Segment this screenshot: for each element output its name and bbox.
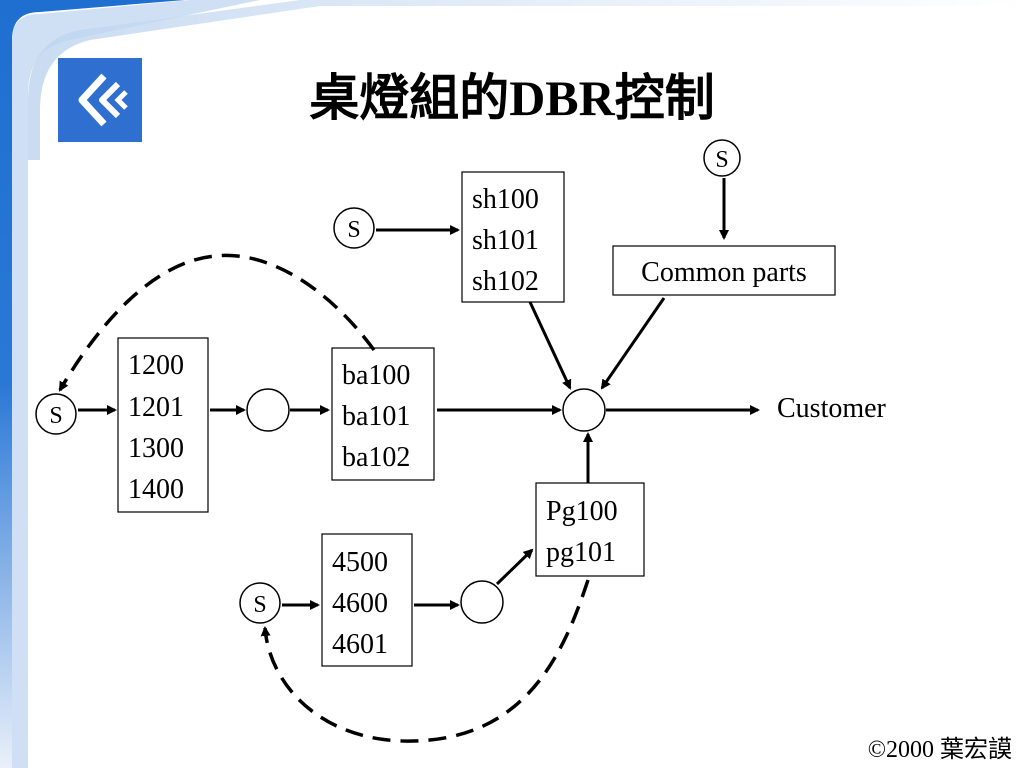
arrow-common-parts-to-assembly bbox=[600, 297, 666, 390]
copyright-notice: ©2000 葉宏謨 bbox=[867, 737, 1012, 763]
svg-text:1200: 1200 bbox=[128, 350, 184, 381]
common-parts-box: Common parts bbox=[612, 245, 836, 296]
svg-text:Pg100: Pg100 bbox=[546, 496, 618, 527]
pg-box: Pg100 pg101 bbox=[535, 482, 645, 577]
source-node-top-right: S bbox=[703, 139, 741, 177]
svg-text:4500: 4500 bbox=[332, 547, 388, 578]
svg-text:sh100: sh100 bbox=[472, 184, 539, 215]
svg-text:Common parts: Common parts bbox=[641, 257, 807, 288]
svg-text:S: S bbox=[715, 147, 728, 173]
svg-text:S: S bbox=[49, 403, 62, 429]
process-node-bottom bbox=[460, 580, 504, 624]
svg-text:ba102: ba102 bbox=[342, 442, 410, 473]
source-node-sh: S bbox=[333, 207, 375, 249]
source-node-left: S bbox=[35, 393, 77, 435]
numbers-box: 1200 1201 1300 1400 bbox=[117, 337, 209, 513]
ba-box: ba100 ba101 ba102 bbox=[331, 347, 435, 481]
arrow-sh-to-assembly bbox=[528, 301, 572, 390]
arrow-process-to-pg bbox=[495, 548, 534, 586]
svg-text:S: S bbox=[347, 217, 360, 243]
svg-text:pg101: pg101 bbox=[546, 537, 616, 568]
svg-text:S: S bbox=[253, 592, 266, 618]
svg-text:1201: 1201 bbox=[128, 392, 184, 423]
assembly-node bbox=[562, 388, 606, 432]
svg-text:1400: 1400 bbox=[128, 474, 184, 505]
logo-icon bbox=[58, 58, 142, 142]
bottom-numbers-box: 4500 4600 4601 bbox=[321, 533, 413, 667]
svg-text:ba101: ba101 bbox=[342, 401, 410, 432]
svg-text:4600: 4600 bbox=[332, 588, 388, 619]
svg-text:4601: 4601 bbox=[332, 629, 388, 660]
svg-text:sh101: sh101 bbox=[472, 225, 539, 256]
rope-top-dashed bbox=[58, 253, 376, 392]
sh-box: sh100 sh101 sh102 bbox=[461, 171, 565, 303]
svg-text:ba100: ba100 bbox=[342, 360, 410, 391]
rope-bottom-dashed bbox=[260, 579, 590, 743]
slide-title: 桌燈組的DBR控制 bbox=[309, 70, 715, 126]
svg-text:1300: 1300 bbox=[128, 433, 184, 464]
customer-label: Customer bbox=[777, 393, 887, 424]
source-node-bottom: S bbox=[239, 582, 281, 624]
process-node-1 bbox=[246, 388, 290, 432]
svg-text:sh102: sh102 bbox=[472, 266, 539, 297]
